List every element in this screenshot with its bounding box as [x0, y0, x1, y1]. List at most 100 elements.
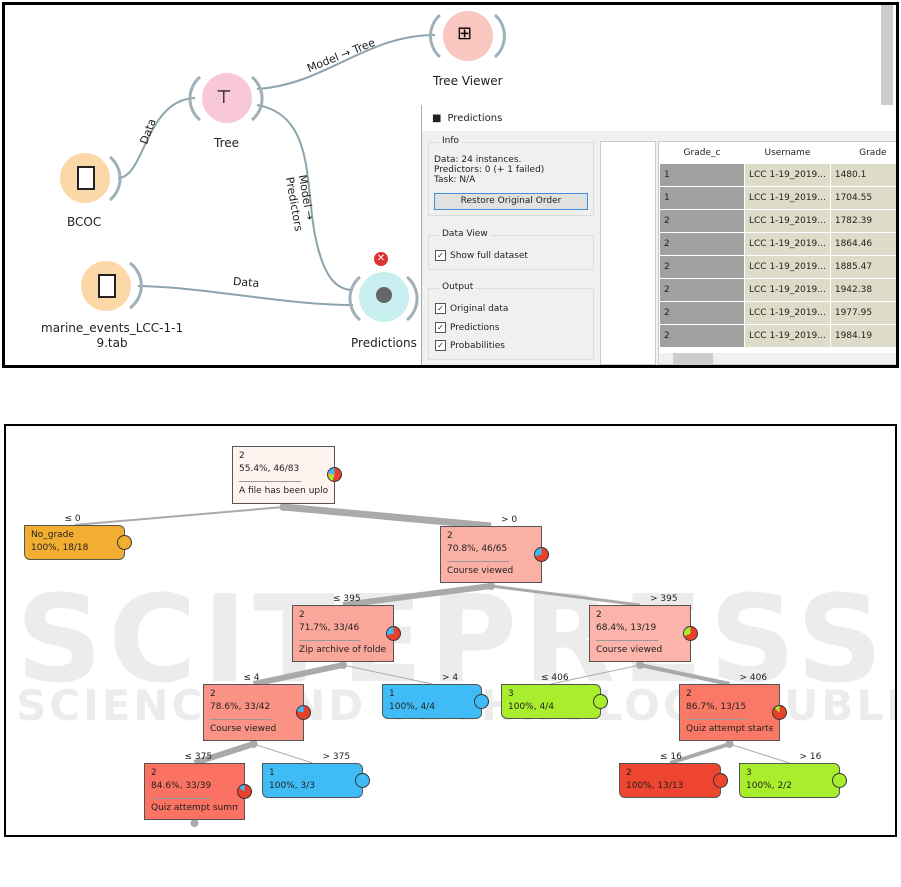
table-cell: 2	[659, 324, 745, 348]
table-cell: 1885.47	[829, 255, 896, 279]
edge-condition-label: > 4	[442, 673, 459, 683]
class-distribution-pie	[386, 625, 401, 641]
crystal-ball-icon	[376, 287, 392, 303]
checkbox-label: Probabilities	[450, 340, 505, 351]
class-distribution-pie	[474, 693, 489, 709]
hierarchy-icon: ⊤	[216, 87, 232, 108]
split-point	[279, 503, 288, 511]
split-point	[636, 661, 644, 669]
node-class: 2	[596, 610, 602, 620]
node-class: 2	[299, 610, 305, 620]
table-cell: 1984.19	[829, 324, 896, 348]
data-table[interactable]: Grade_cUsernameGradee1LCC 1-19_2019...14…	[658, 141, 896, 365]
link-tree-viewer	[256, 34, 436, 90]
split-point	[487, 582, 495, 590]
node-stats: 100%, 4/4	[508, 702, 554, 712]
node-class: 2	[239, 451, 245, 461]
label-marine: marine_events_LCC-1-1 9.tab	[41, 321, 184, 350]
split-point	[339, 661, 347, 669]
class-distribution-pie	[772, 704, 787, 720]
edge-condition-label: ≤ 16	[660, 752, 682, 762]
node-stats: 100%, 3/3	[269, 781, 315, 791]
column-header[interactable]: Grade	[829, 142, 896, 164]
edge-condition-label: ≤ 4	[243, 673, 260, 683]
info-title: Info	[439, 136, 463, 146]
node-class: 2	[447, 531, 453, 541]
predictions-list[interactable]	[600, 141, 656, 365]
restore-order-button[interactable]: Restore Original Order	[434, 193, 588, 210]
window-icon: ■	[432, 112, 442, 124]
checkbox-label: Predictions	[450, 322, 500, 333]
node-stats: 100%, 2/2	[746, 781, 792, 791]
tree-node-root[interactable]: 255.4%, 46/83A file has been uploaded	[232, 446, 342, 504]
table-cell: 1782.39	[829, 209, 896, 233]
show-full-dataset-checkbox[interactable]: ✓Show full dataset	[435, 250, 528, 261]
split-point	[190, 819, 199, 827]
probabilities-checkbox[interactable]: ✓Probabilities	[435, 340, 505, 351]
node-class: 2	[626, 768, 632, 778]
table-cell: 1	[659, 186, 745, 210]
class-distribution-pie	[296, 704, 311, 720]
table-cell: LCC 1-19_2019...	[744, 163, 831, 187]
node-stats: 100%, 18/18	[31, 543, 89, 553]
tree-viewer-widget[interactable]: ⊞	[443, 11, 493, 61]
checkbox-label: Original data	[450, 303, 509, 314]
table-cell: 1977.95	[829, 301, 896, 325]
tree-edge	[283, 503, 492, 530]
tree-edge	[74, 506, 284, 526]
file-widget-bcoc[interactable]	[60, 153, 110, 203]
table-cell: 1864.46	[829, 232, 896, 256]
original-data-checkbox[interactable]: ✓Original data	[435, 303, 508, 314]
tree-edge	[193, 741, 255, 766]
predictions-widget[interactable]	[359, 272, 409, 322]
node-stats: 84.6%, 33/39	[151, 781, 212, 791]
info-group: Info Data: 24 instances. Predictors: 0 (…	[428, 136, 594, 216]
column-header[interactable]: Username	[744, 142, 831, 164]
tree-edge	[669, 742, 731, 765]
table-cell: 1	[659, 163, 745, 187]
edge-condition-label: > 395	[650, 594, 678, 604]
table-cell: 1480.1	[829, 163, 896, 187]
node-stats: 78.6%, 33/42	[210, 702, 271, 712]
edge-condition-label: ≤ 395	[333, 594, 361, 604]
tree-widget[interactable]: ⊤	[202, 73, 252, 123]
predictions-checkbox[interactable]: ✓Predictions	[435, 322, 499, 333]
edge-condition-label: ≤ 406	[541, 673, 569, 683]
column-header[interactable]: Grade_c	[659, 142, 745, 164]
tree-viewer-canvas: SCITEPRESS SCIENCE AND TECHNOLOGY PUBLIC…	[4, 424, 897, 837]
class-distribution-pie	[534, 546, 549, 562]
info-predictors: Predictors: 0 (+ 1 failed)	[434, 165, 545, 175]
table-cell: 2	[659, 209, 745, 233]
edge-condition-label: > 16	[799, 752, 822, 762]
edge-condition-label: > 0	[501, 515, 518, 525]
tree-edge	[253, 743, 313, 764]
file-widget-marine[interactable]	[81, 261, 131, 311]
tree-edge	[342, 583, 492, 608]
node-stats: 71.7%, 33/46	[299, 623, 360, 633]
canvas-scrollbar[interactable]	[881, 5, 893, 105]
node-class: 2	[151, 768, 157, 778]
node-split-attribute: A file has been uploaded	[239, 486, 328, 496]
horizontal-scrollbar[interactable]	[659, 353, 896, 364]
divider	[299, 640, 361, 641]
